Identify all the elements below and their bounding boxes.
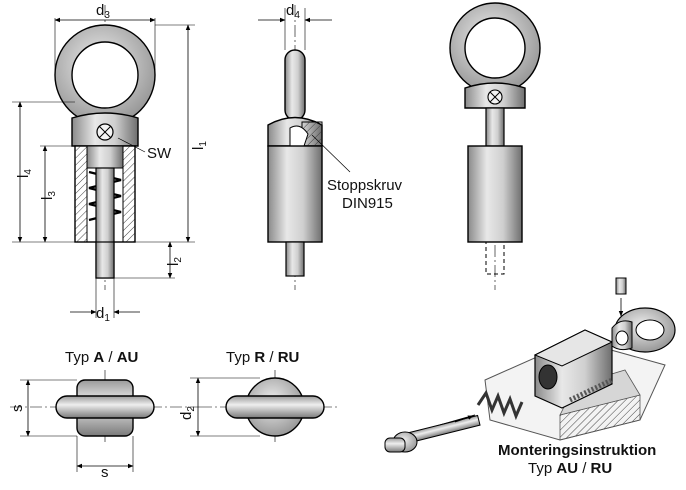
assembly-title: Monteringsinstruktion <box>498 442 656 459</box>
dim-l2-label: l2 <box>165 257 184 266</box>
bottom-view-type-r <box>190 370 340 445</box>
dim-d3-label: d3 <box>96 2 110 21</box>
sw-label: SW <box>147 145 172 162</box>
dim-l1-label: l1 <box>190 141 209 150</box>
exterior-view <box>449 2 541 290</box>
front-section-view <box>12 5 195 318</box>
assembly-illustration <box>384 277 676 453</box>
stoppskruv-label: Stoppskruv <box>327 177 403 194</box>
dim-s-vertical-label: s <box>9 405 26 413</box>
dim-l4-label: l4 <box>15 169 34 178</box>
type-r-title: Typ R / RU <box>226 349 299 366</box>
assembly-subtitle: Typ AU / RU <box>528 460 612 477</box>
dim-d1-label: d1 <box>96 305 110 324</box>
dim-s-horizontal-label: s <box>101 464 109 481</box>
dim-l3-label: l3 <box>39 191 58 200</box>
bottom-view-type-a <box>10 370 200 472</box>
din915-label: DIN915 <box>342 195 393 212</box>
dim-d4-label: d4 <box>286 2 300 21</box>
side-section-view <box>258 5 351 290</box>
dim-d2-label: d2 <box>178 406 197 420</box>
type-a-title: Typ A / AU <box>65 349 138 366</box>
